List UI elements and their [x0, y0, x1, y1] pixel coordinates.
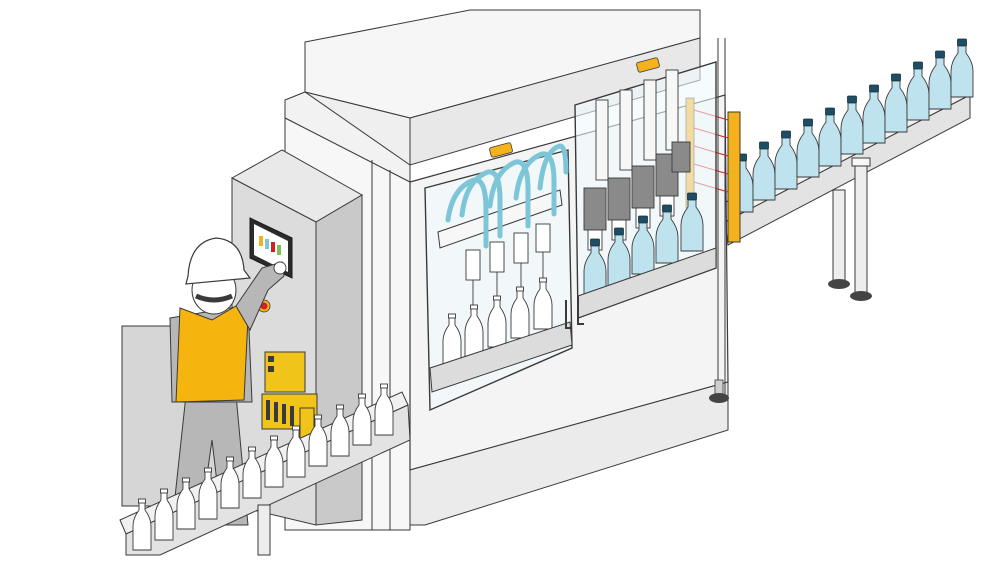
filling-hoses	[445, 143, 569, 249]
machine-foot	[709, 379, 729, 403]
conveyor-leg	[828, 189, 850, 289]
output-conveyor	[719, 38, 974, 301]
conveyor-leg	[257, 504, 271, 556]
conveyor-leg	[850, 157, 872, 301]
door-interlock	[489, 142, 513, 158]
control-panel-icon[interactable]	[249, 217, 293, 279]
right-glass-door	[565, 57, 717, 329]
filling-nozzles	[465, 223, 551, 320]
door-handle[interactable]	[565, 296, 584, 329]
door-interlock	[636, 57, 660, 73]
filling-columns	[595, 69, 679, 181]
input-conveyor	[119, 383, 411, 556]
hardhat-icon	[185, 237, 252, 285]
safety-controller	[261, 351, 318, 439]
filling-heads	[583, 141, 691, 231]
left-glass-door	[424, 142, 573, 412]
